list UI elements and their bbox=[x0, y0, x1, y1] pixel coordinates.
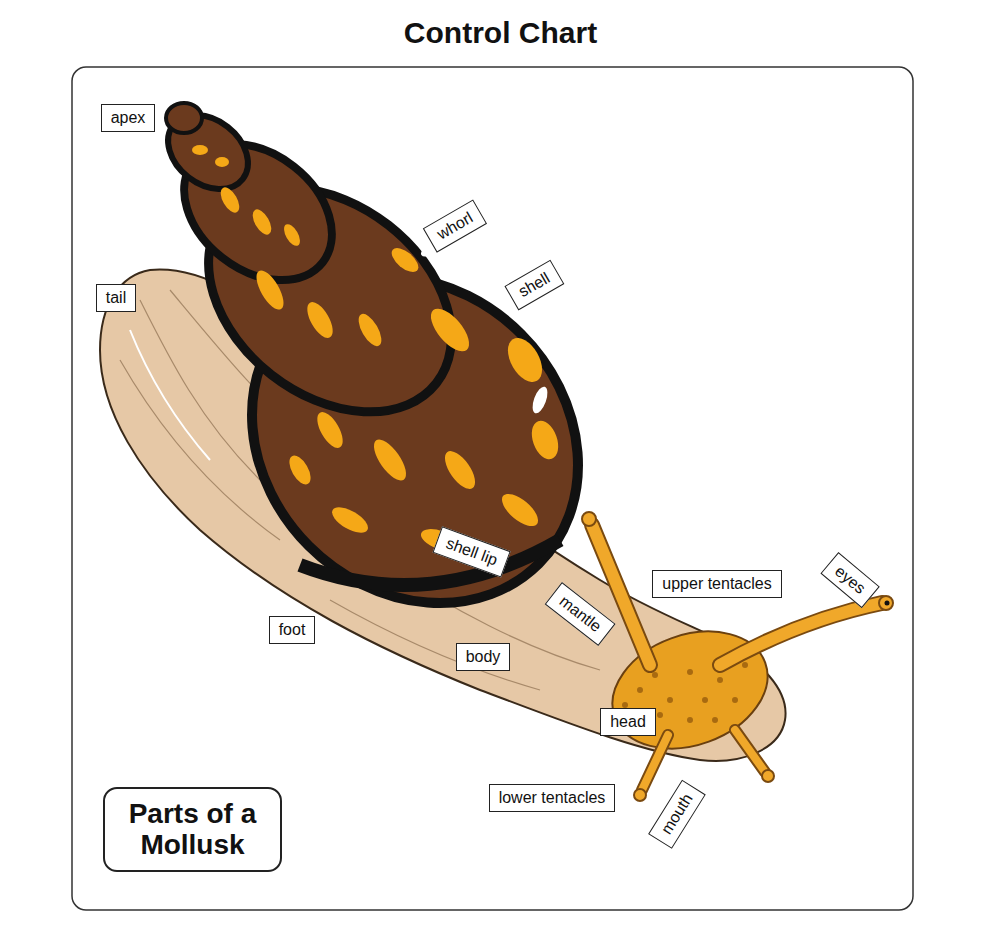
part-label: head bbox=[600, 708, 656, 736]
part-label: lower tentacles bbox=[489, 784, 616, 812]
box-heading: Parts of a Mollusk bbox=[113, 799, 272, 859]
part-label: foot bbox=[269, 616, 316, 644]
title-box: Parts of a Mollusk bbox=[103, 787, 282, 872]
part-label: upper tentacles bbox=[652, 570, 781, 598]
part-label: apex bbox=[101, 104, 156, 132]
part-label: body bbox=[456, 643, 511, 671]
tentacles bbox=[582, 512, 893, 801]
snail-head bbox=[596, 611, 784, 769]
chart-frame bbox=[72, 67, 913, 910]
snail-shell bbox=[154, 100, 645, 670]
part-label: tail bbox=[96, 284, 136, 312]
chart-title: Control Chart bbox=[0, 16, 1001, 50]
